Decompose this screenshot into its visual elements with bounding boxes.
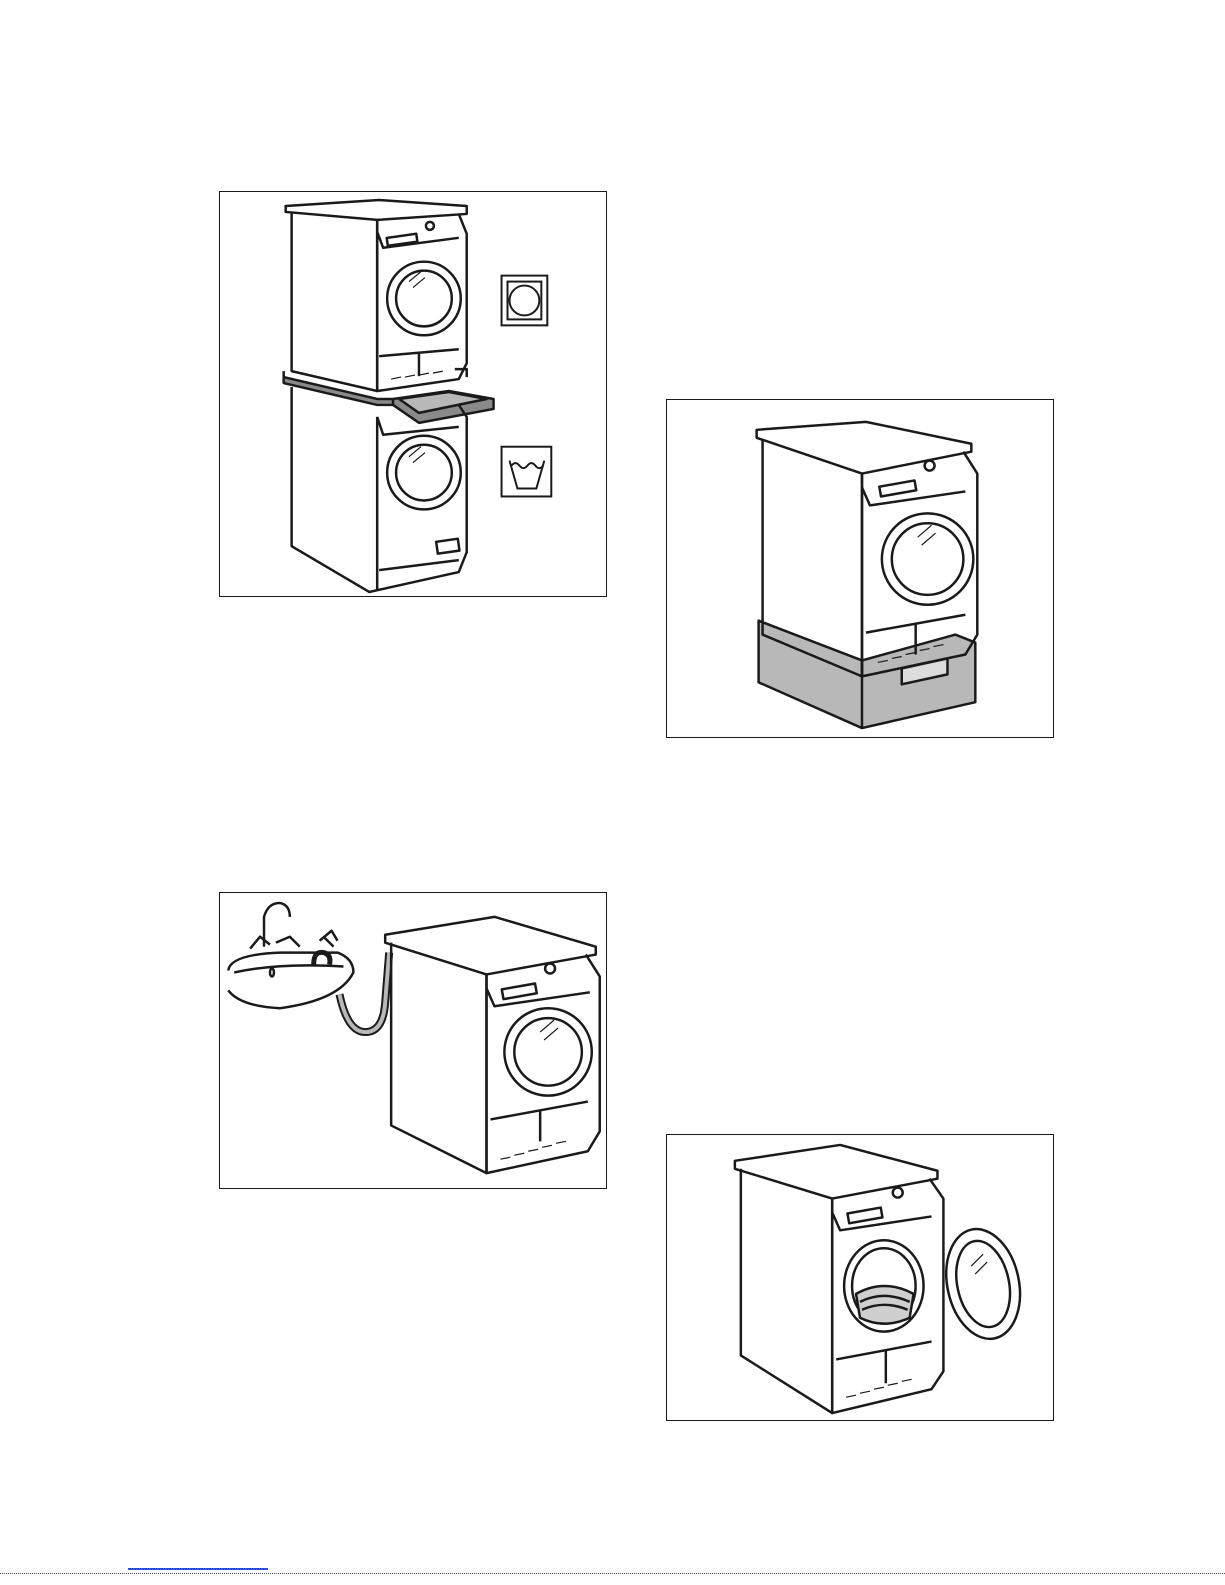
figure-dryer-drain-hose — [219, 892, 607, 1189]
figure-dryer-on-pedestal — [666, 399, 1054, 738]
tumble-dry-symbol-icon — [502, 276, 548, 326]
footer-link-underline[interactable] — [128, 1568, 268, 1570]
stacked-appliance-illustration — [220, 192, 606, 596]
pedestal-appliance-illustration — [667, 400, 1053, 737]
figure-dryer-door-open — [666, 1134, 1054, 1421]
wash-tub-symbol-icon — [502, 447, 552, 497]
drain-hose-illustration — [220, 893, 606, 1188]
footer-rule — [0, 1573, 1225, 1574]
open-door-illustration — [667, 1135, 1053, 1420]
figure-stacked-dryer — [219, 191, 607, 597]
